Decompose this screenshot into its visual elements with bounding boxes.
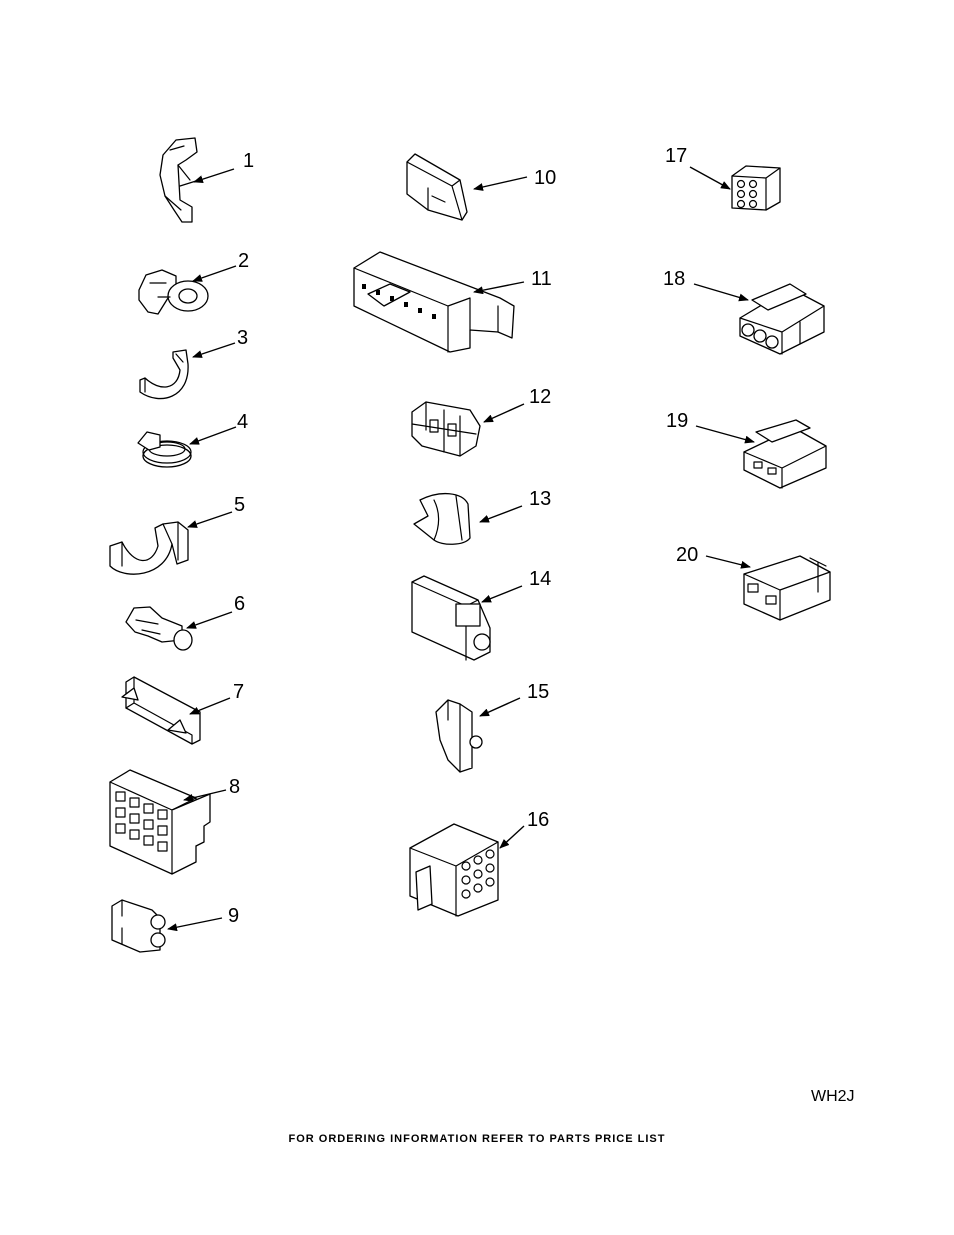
part-16-nine-pin-connector-drawing: [409, 823, 499, 917]
part-9-dual-connector-drawing: [111, 899, 166, 953]
ordering-info-footer: FOR ORDERING INFORMATION REFER TO PARTS …: [288, 1133, 666, 1145]
part-label-13: 13: [529, 488, 552, 510]
part-label-5: 5: [234, 494, 246, 516]
part-17-six-hole-block-drawing: [731, 165, 781, 211]
part-14-leader-arrow: [481, 585, 523, 603]
part-9-leader-arrow: [167, 917, 223, 932]
part-13-sleeve-drawing: [413, 493, 471, 545]
part-label-9: 9: [228, 905, 240, 927]
part-15-leader-arrow: [479, 697, 521, 717]
part-label-15: 15: [527, 681, 550, 703]
part-19-leader-arrow: [695, 425, 755, 444]
part-label-18: 18: [663, 268, 686, 290]
part-5-cable-clip-drawing: [109, 521, 189, 575]
part-7-leader-arrow: [189, 697, 231, 715]
part-1-clip-drawing: [159, 137, 198, 223]
part-5-leader-arrow: [187, 511, 233, 528]
part-10-leader-arrow: [473, 176, 528, 191]
part-17-leader-arrow: [689, 166, 731, 190]
part-16-leader-arrow: [499, 825, 525, 849]
part-14-box-connector-drawing: [411, 575, 491, 661]
part-13-leader-arrow: [479, 505, 523, 523]
part-label-19: 19: [666, 410, 689, 432]
part-2-clip-drawing: [138, 269, 209, 315]
part-label-14: 14: [529, 568, 552, 590]
part-12-leader-arrow: [483, 403, 525, 423]
part-18-three-way-connector-drawing: [739, 283, 825, 355]
part-label-8: 8: [229, 776, 241, 798]
part-20-leader-arrow: [705, 555, 751, 569]
part-15-bracket-drawing: [435, 699, 483, 773]
part-10-connector-drawing: [406, 153, 468, 221]
part-4-leader-arrow: [189, 426, 237, 445]
part-19-flat-connector-drawing: [743, 419, 827, 489]
part-label-17: 17: [665, 145, 688, 167]
part-label-2: 2: [238, 250, 250, 272]
part-18-leader-arrow: [693, 283, 749, 302]
part-3-leader-arrow: [192, 342, 236, 358]
part-7-plate-drawing: [121, 676, 201, 745]
part-label-7: 7: [233, 681, 245, 703]
part-8-leader-arrow: [183, 789, 227, 802]
part-6-leader-arrow: [186, 611, 233, 629]
diagram-code: WH2J: [811, 1088, 855, 1105]
part-label-12: 12: [529, 386, 552, 408]
part-label-6: 6: [234, 593, 246, 615]
part-11-leader-arrow: [473, 281, 525, 295]
part-label-4: 4: [237, 411, 249, 433]
part-11-long-connector-drawing: [353, 251, 515, 353]
part-4-ring-clip-drawing: [137, 431, 192, 468]
part-6-push-mount-drawing: [125, 606, 193, 651]
part-8-multipin-connector-drawing: [109, 769, 211, 875]
part-label-10: 10: [534, 167, 557, 189]
part-label-20: 20: [676, 544, 699, 566]
part-label-1: 1: [243, 150, 255, 172]
part-2-leader-arrow: [192, 265, 237, 282]
part-label-3: 3: [237, 327, 249, 349]
part-20-dual-socket-drawing: [743, 555, 831, 621]
part-1-leader-arrow: [193, 168, 235, 184]
part-3-strap-drawing: [139, 349, 189, 400]
part-label-16: 16: [527, 809, 550, 831]
part-12-small-connector-drawing: [411, 401, 481, 457]
part-label-11: 11: [531, 268, 552, 290]
